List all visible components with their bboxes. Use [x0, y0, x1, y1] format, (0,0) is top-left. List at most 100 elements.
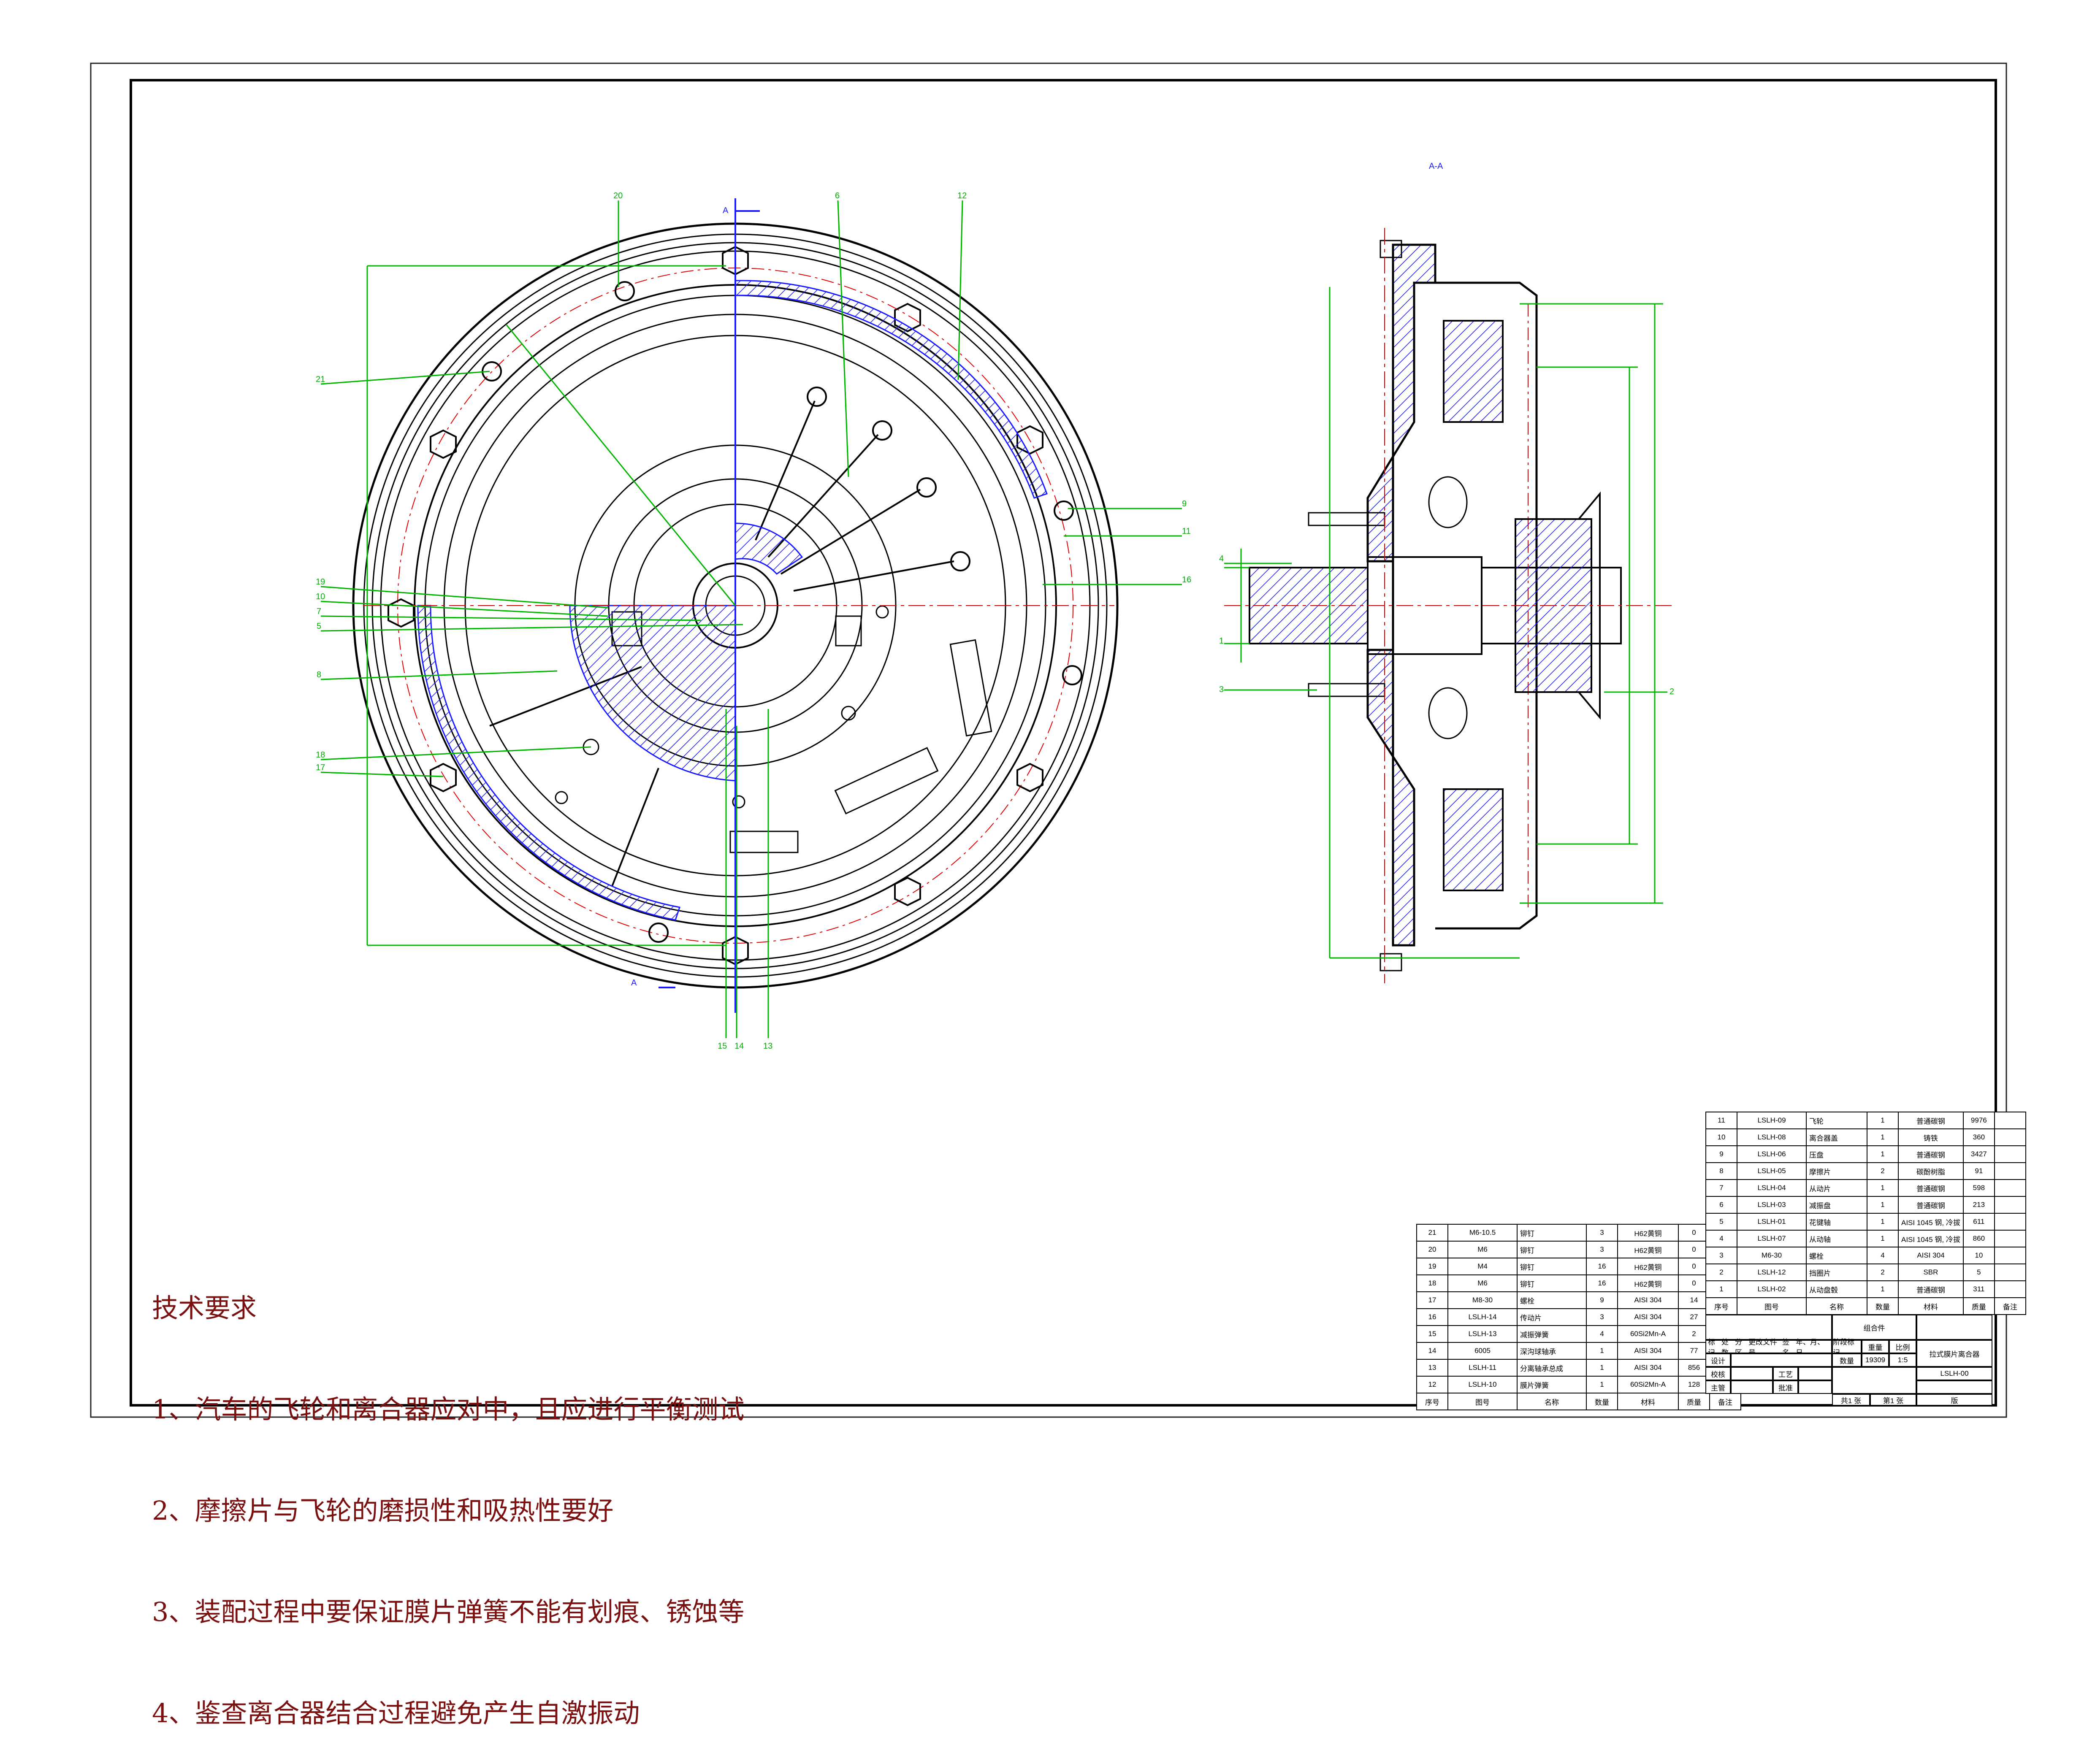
- check-label: 校核: [1705, 1367, 1731, 1380]
- bom-cell-code: M8-30: [1447, 1291, 1518, 1309]
- bom-cell-mat: 60Si2Mn-A: [1617, 1376, 1679, 1393]
- bom-cell-qty: 1: [1867, 1112, 1899, 1129]
- bom-cell-mat: 碳酚树脂: [1898, 1162, 1964, 1180]
- bom-cell-note: [1994, 1128, 2026, 1146]
- bom-cell-no: 3: [1705, 1247, 1737, 1264]
- bom-header-note: 备注: [1994, 1297, 2026, 1315]
- bom-cell-name: 分离轴承总成: [1517, 1359, 1587, 1377]
- bom-cell-note: [1994, 1145, 2026, 1163]
- bom-cell-no: 19: [1416, 1258, 1448, 1275]
- drawing-number: LSLH-00: [1916, 1367, 1992, 1380]
- bom-cell-mat: AISI 304: [1617, 1291, 1679, 1309]
- bom-cell-name: 摩擦片: [1806, 1162, 1867, 1180]
- bom-cell-note: [1994, 1179, 2026, 1197]
- tech-requirement-4: 4、鉴查离合器结合过程避免产生自激振动: [152, 1698, 640, 1729]
- process-label: 工艺: [1773, 1367, 1798, 1380]
- bom-cell-qty: 3: [1586, 1241, 1618, 1258]
- title-block: 组合件 标记处数分区更改文件号签名年、月、日 阶段标记 重量 比例 拉式膜片离合…: [1705, 1315, 1992, 1406]
- bom-cell-name: 从动轴: [1806, 1230, 1867, 1247]
- bom-cell-mass: 860: [1962, 1230, 1995, 1247]
- bom-cell-code: LSLH-11: [1447, 1359, 1518, 1377]
- bom-cell-qty: 1: [1586, 1342, 1618, 1360]
- drawing-title: 拉式膜片离合器: [1916, 1340, 1992, 1367]
- bom-cell-code: LSLH-05: [1737, 1162, 1807, 1180]
- bom-cell-mass: 311: [1962, 1280, 1995, 1298]
- bom-cell-no: 16: [1416, 1308, 1448, 1326]
- bom-cell-name: 压盘: [1806, 1145, 1867, 1163]
- bom-cell-no: 11: [1705, 1112, 1737, 1129]
- bom-header-no: 序号: [1416, 1393, 1448, 1410]
- bom-cell-code: M6-10.5: [1447, 1224, 1518, 1242]
- bom-cell-name: 螺栓: [1517, 1291, 1587, 1309]
- bom-cell-name: 从动盘毂: [1806, 1280, 1867, 1298]
- bom-cell-name: 膜片弹簧: [1517, 1376, 1587, 1393]
- label-15: 15: [718, 1042, 727, 1051]
- bom-cell-name: 花键轴: [1806, 1213, 1867, 1231]
- drawing-sheet: 20 6 12 21 9 11 16 19 10 7 5 8 18 17 15 …: [90, 62, 2007, 1418]
- bom-cell-note: [1994, 1263, 2026, 1281]
- title-block-top-right: [1916, 1315, 1992, 1340]
- label-17: 17: [316, 763, 325, 772]
- bom-cell-code: M4: [1447, 1258, 1518, 1275]
- sheet-info: [1832, 1367, 1916, 1394]
- bom-cell-code: M6: [1447, 1241, 1518, 1258]
- weight-label: 重量: [1862, 1340, 1889, 1353]
- bom-cell-no: 4: [1705, 1230, 1737, 1247]
- bom-cell-no: 7: [1705, 1179, 1737, 1197]
- side-label-1: 1: [1219, 636, 1224, 646]
- bom-cell-no: 5: [1705, 1213, 1737, 1231]
- label-7: 7: [317, 607, 321, 616]
- bom-cell-mat: 普通碳钢: [1898, 1196, 1964, 1214]
- bom-cell-mass: 3427: [1962, 1145, 1995, 1163]
- bom-cell-qty: 1: [1867, 1280, 1899, 1298]
- bom-cell-no: 12: [1416, 1376, 1448, 1393]
- bom-cell-code: LSLH-12: [1737, 1263, 1807, 1281]
- bom-cell-qty: 4: [1586, 1325, 1618, 1343]
- bom-cell-qty: 3: [1586, 1308, 1618, 1326]
- qty-value: 数量: [1832, 1353, 1862, 1367]
- bom-cell-code: LSLH-02: [1737, 1280, 1807, 1298]
- bom-cell-code: 6005: [1447, 1342, 1518, 1360]
- bom-cell-no: 9: [1705, 1145, 1737, 1163]
- inner-border: [130, 79, 1997, 1407]
- bom-cell-no: 13: [1416, 1359, 1448, 1377]
- bom-cell-name: 离合器盖: [1806, 1128, 1867, 1146]
- bom-cell-qty: 1: [1867, 1230, 1899, 1247]
- bom-cell-mat: 普通碳钢: [1898, 1112, 1964, 1129]
- bom-cell-no: 20: [1416, 1241, 1448, 1258]
- arrow-label-top: A: [723, 206, 729, 215]
- bom-cell-note: [1994, 1162, 2026, 1180]
- approve-sign: [1798, 1380, 1832, 1394]
- bom-cell-no: 6: [1705, 1196, 1737, 1214]
- bom-cell-mass: 598: [1962, 1179, 1995, 1197]
- bom-cell-qty: 2: [1867, 1263, 1899, 1281]
- bom-cell-mass: 10: [1962, 1247, 1995, 1264]
- bom-header-row: 序号图号名称数量材料质量备注: [1705, 1297, 2026, 1315]
- bom-cell-mass: 14: [1678, 1291, 1710, 1309]
- process-sign: [1798, 1367, 1832, 1380]
- label-5: 5: [317, 622, 321, 631]
- weight-value: 19309: [1862, 1353, 1889, 1367]
- approve-label: 批准: [1773, 1380, 1798, 1394]
- bom-cell-name: 传动片: [1517, 1308, 1587, 1326]
- bom-cell-no: 2: [1705, 1263, 1737, 1281]
- bom-cell-mass: 213: [1962, 1196, 1995, 1214]
- bom-header-mat: 材料: [1617, 1393, 1679, 1410]
- bom-cell-no: 8: [1705, 1162, 1737, 1180]
- bom-cell-no: 15: [1416, 1325, 1448, 1343]
- bom-cell-name: 飞轮: [1806, 1112, 1867, 1129]
- bom-cell-mass: 611: [1962, 1213, 1995, 1231]
- bom-cell-mass: 5: [1962, 1263, 1995, 1281]
- side-view: 4 1 3 2 A-A: [1219, 162, 1674, 983]
- bom-cell-code: M6: [1447, 1274, 1518, 1292]
- drawing-empty: [1916, 1380, 1992, 1394]
- pressure-plate-bottom: [1443, 788, 1504, 891]
- bom-header-note: 备注: [1709, 1393, 1741, 1410]
